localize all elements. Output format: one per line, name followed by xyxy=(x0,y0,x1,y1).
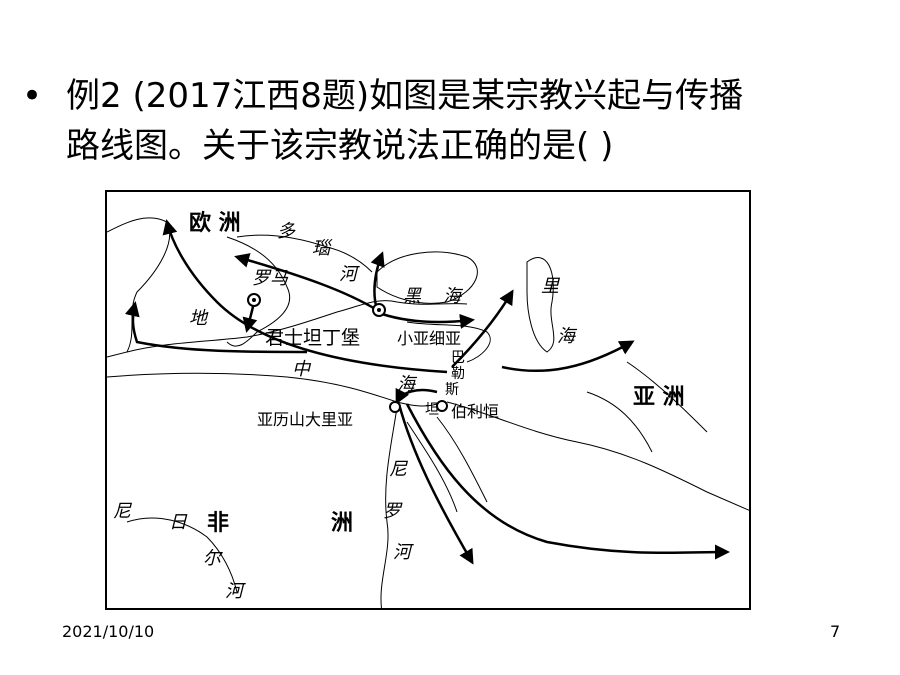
bethlehem-marker xyxy=(436,400,448,412)
med-south-coast xyxy=(107,372,438,407)
label-nile-3: 河 xyxy=(393,542,414,563)
route-alexandria-back xyxy=(395,387,438,405)
niger-river xyxy=(126,517,238,593)
question-line-1: 例2 (2017江西8题)如图是某宗教兴起与传播 xyxy=(66,76,744,116)
med-north-coast xyxy=(126,300,468,353)
danube-river xyxy=(236,234,373,273)
label-palestine-1: 巴 xyxy=(451,350,465,366)
label-caspian-2: 海 xyxy=(557,326,578,347)
route-west-med xyxy=(124,301,308,354)
label-danube-1: 多 xyxy=(277,221,296,242)
label-asia: 亚 洲 xyxy=(633,385,685,410)
route-constantinople-nw xyxy=(234,253,378,312)
label-africa-2: 洲 xyxy=(331,511,353,536)
label-rome: 罗马 xyxy=(252,268,289,289)
label-niger-4: 河 xyxy=(225,581,246,602)
label-black-sea-1: 黑 xyxy=(403,286,422,307)
religion-spread-map: 欧 洲 多 瑙 河 罗马 黑 海 里 海 地 中 海 君士坦丁堡 小亚细亚 巴 … xyxy=(105,190,751,610)
route-to-caspian-east xyxy=(501,340,635,373)
label-black-sea-2: 海 xyxy=(443,286,464,307)
label-bethlehem: 伯利恒 xyxy=(451,402,499,421)
label-niger-3: 尔 xyxy=(203,548,224,569)
label-palestine-4: 坦 xyxy=(425,402,439,418)
bullet-marker: • xyxy=(22,76,43,116)
asia-minor-coast xyxy=(406,321,491,363)
caspian-outline xyxy=(526,257,555,353)
label-danube-3: 河 xyxy=(339,264,360,285)
footer-date: 2021/10/10 xyxy=(62,622,155,641)
route-constantinople-east xyxy=(381,312,475,329)
route-arabia-east xyxy=(405,403,730,560)
italy-coastline xyxy=(226,236,291,347)
map-drawing: 欧 洲 多 瑙 河 罗马 黑 海 里 海 地 中 海 君士坦丁堡 小亚细亚 巴 … xyxy=(107,210,749,608)
label-caspian-1: 里 xyxy=(541,276,561,297)
persian-gulf xyxy=(586,361,708,453)
red-sea-outline xyxy=(406,416,488,513)
black-sea-outline xyxy=(376,251,478,304)
label-niger-2: 日 xyxy=(169,512,188,533)
label-med-3: 海 xyxy=(397,374,418,395)
footer-page-number: 7 xyxy=(830,622,841,641)
question-line-2: 路线图。关于该宗教说法正确的是( ) xyxy=(66,126,614,166)
label-europe: 欧 洲 xyxy=(189,210,241,236)
arabia-coast xyxy=(446,401,749,511)
alexandria-marker xyxy=(389,401,401,413)
label-nile-1: 尼 xyxy=(389,459,409,480)
route-to-rome-west xyxy=(162,219,448,374)
label-africa-1: 非 xyxy=(207,511,229,536)
label-danube-2: 瑙 xyxy=(312,238,333,259)
label-constantinople: 君士坦丁堡 xyxy=(265,327,360,349)
label-palestine-3: 斯 xyxy=(445,382,459,398)
nile-river xyxy=(380,406,398,608)
label-asia-minor: 小亚细亚 xyxy=(397,329,461,348)
route-palestine-northeast xyxy=(451,289,514,368)
label-niger-1: 尼 xyxy=(113,501,133,522)
label-alexandria: 亚历山大里亚 xyxy=(257,410,353,429)
label-nile-2: 罗 xyxy=(383,501,403,522)
europe-coastline xyxy=(107,217,171,358)
label-med-2: 中 xyxy=(292,359,312,380)
label-med-1: 地 xyxy=(189,308,209,329)
route-nile-south xyxy=(397,403,474,565)
label-palestine-2: 勒 xyxy=(451,366,465,382)
